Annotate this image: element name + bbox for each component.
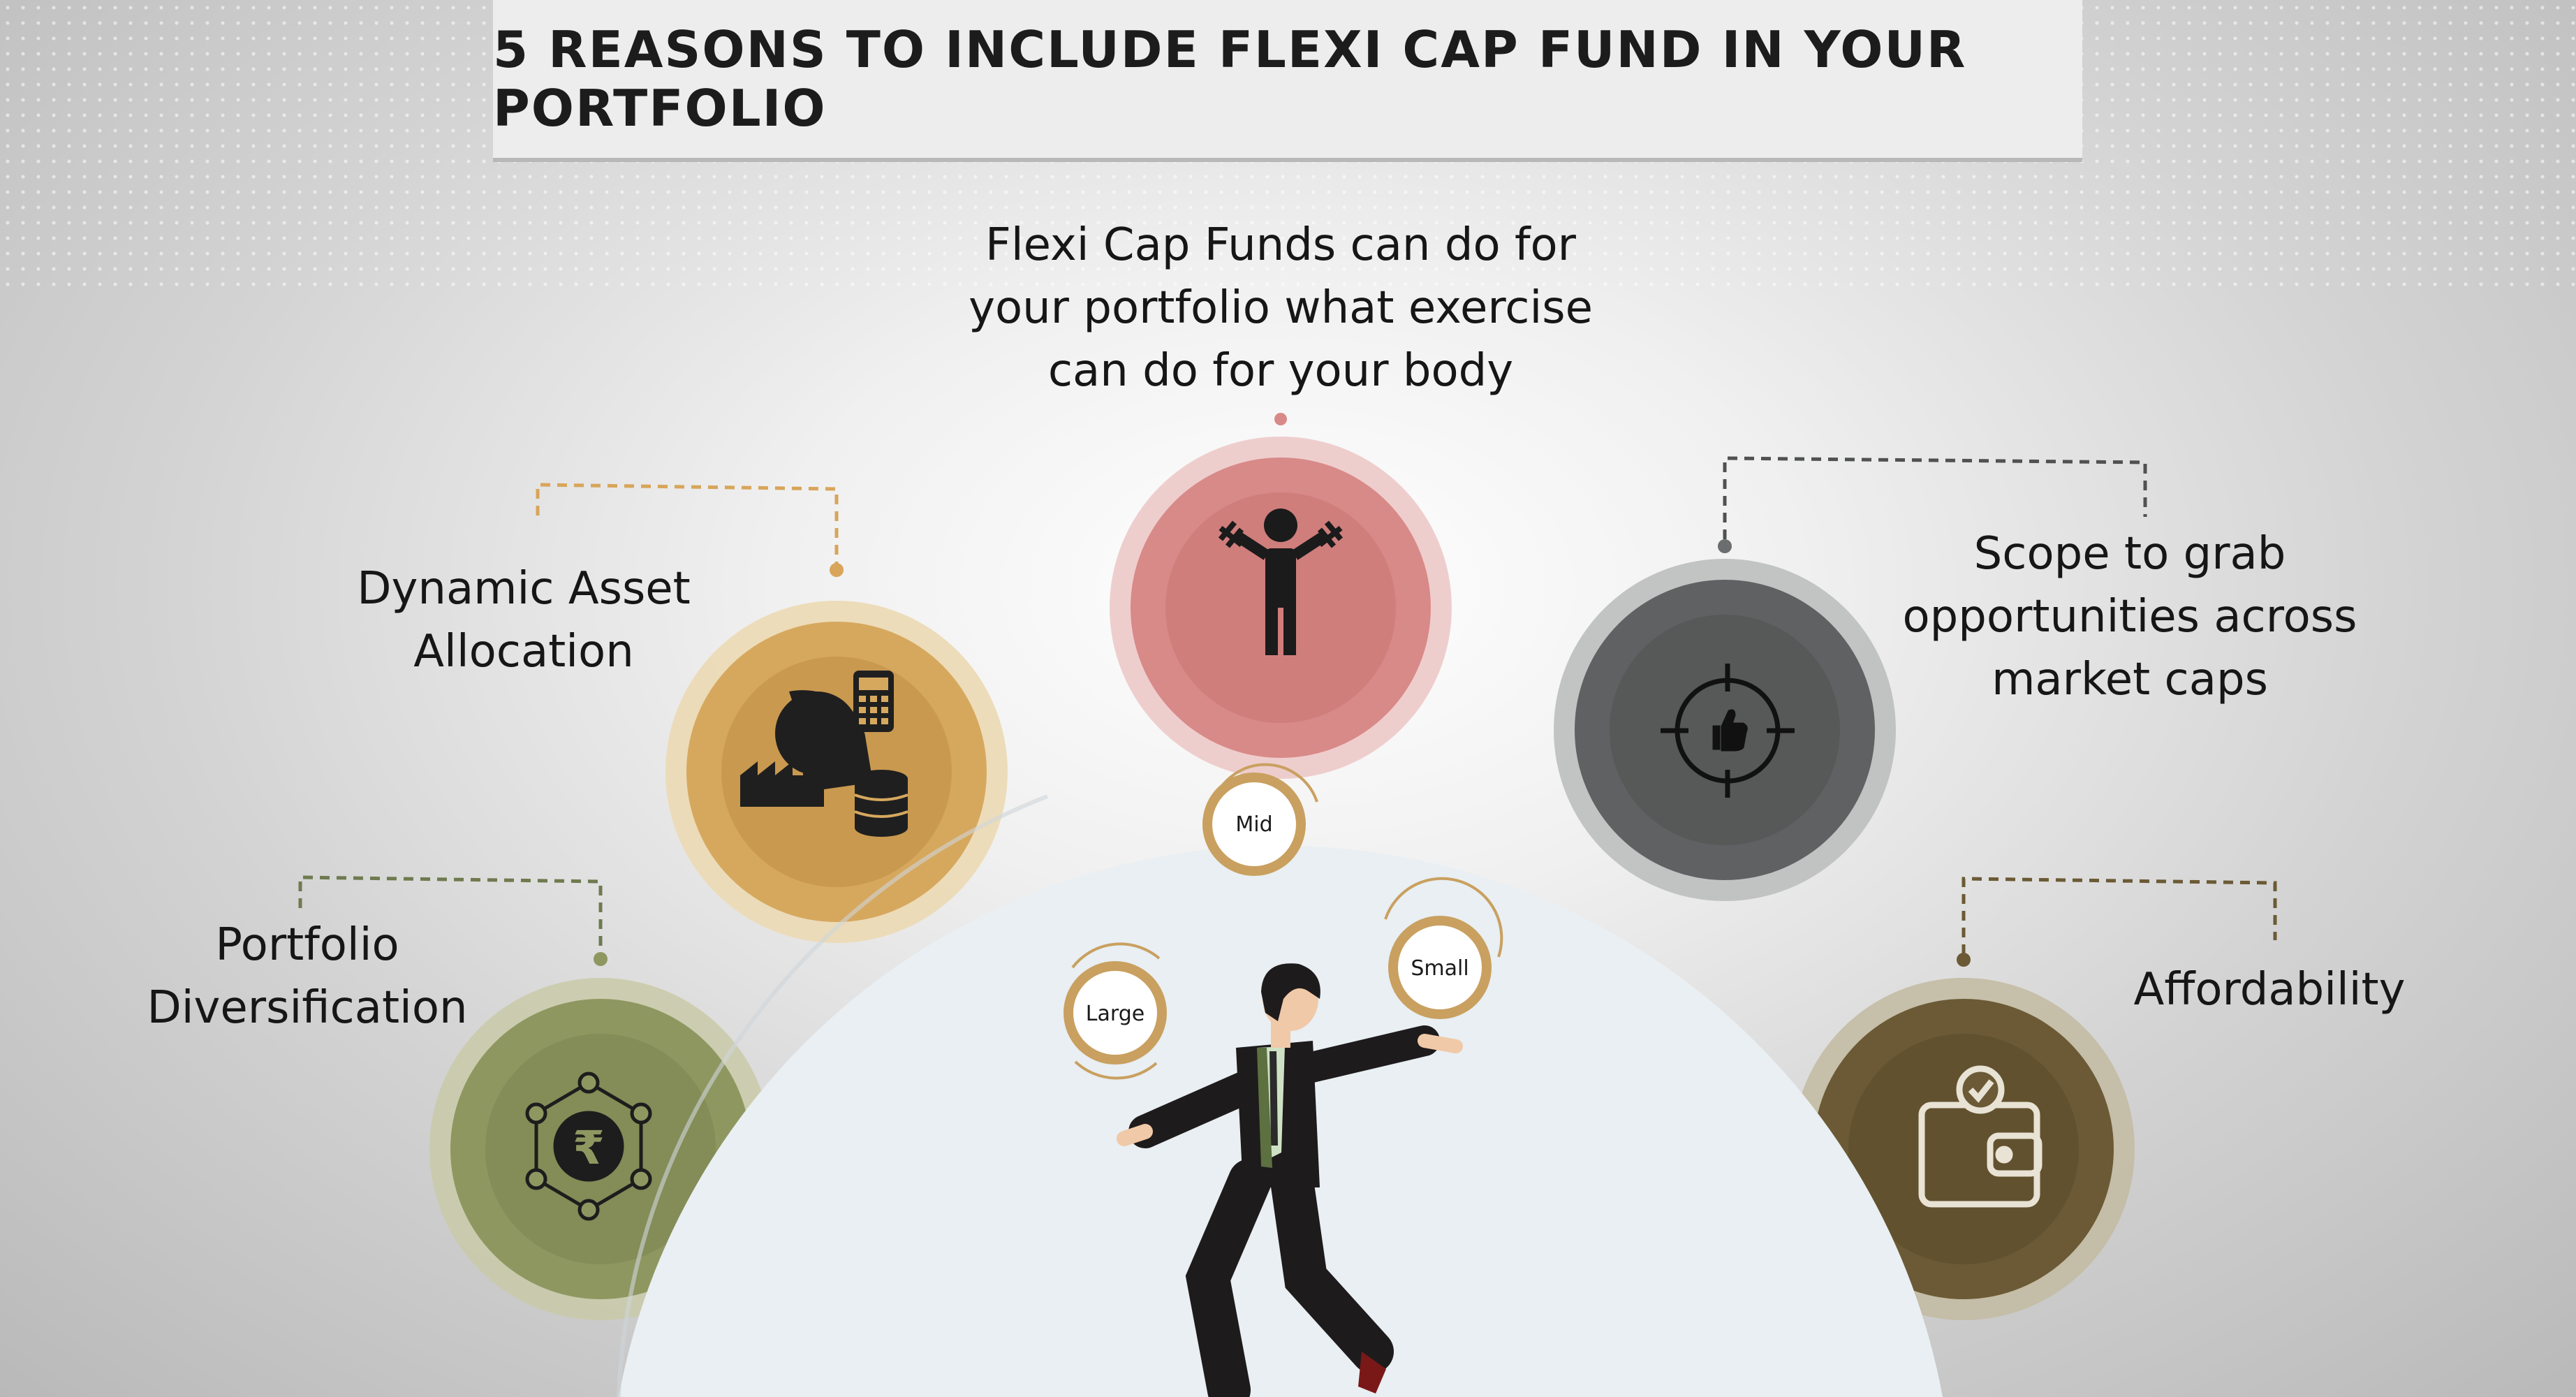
small-cap-label: Small [1411,956,1469,981]
scope-line1: Scope to grab [1973,528,2286,580]
wallet-check-icon [1918,1065,2043,1208]
target-thumbs-up-icon [1661,664,1795,798]
scope-line2: opportunities across [1902,591,2357,643]
exercise-person-icon [1218,509,1344,655]
dynamic-asset-connector-dot [830,563,844,577]
asset-allocation-icon [740,671,908,837]
mid-cap-coin [1202,763,1318,876]
center-reason-line1: Flexi Cap Funds can do for [985,219,1576,271]
affordability-label: Affordability [2095,958,2444,1021]
affordability-connector [1962,877,2277,954]
mid-cap-label: Mid [1235,812,1272,837]
dynamic-asset-label: Dynamic Asset Allocation [300,557,747,683]
dynamic-asset-connector [536,483,839,564]
affordability-line1: Affordability [2133,964,2406,1016]
dynamic-asset-line2: Allocation [413,626,634,678]
scope-label: Scope to grab opportunities across marke… [1830,522,2430,711]
center-reason-label: Flexi Cap Funds can do for your portfoli… [922,214,1640,402]
center-reason-line2: your portfolio what exercise [969,282,1593,334]
scope-line3: market caps [1992,654,2268,705]
page-title: 5 REASONS TO INCLUDE FLEXI CAP FUND IN Y… [493,20,1967,138]
title-banner: 5 REASONS TO INCLUDE FLEXI CAP FUND IN Y… [493,0,2082,158]
rupee-network-icon: ₹ [525,1071,652,1221]
center-connector-dot [1274,413,1287,425]
affordability-connector-dot [1957,953,1971,967]
portfolio-div-line1: Portfolio [215,919,399,971]
portfolio-div-line2: Diversification [147,982,468,1034]
portfolio-div-connector-dot [594,952,608,966]
large-cap-coin [1063,942,1167,1080]
dynamic-asset-line1: Dynamic Asset [357,563,691,615]
scope-connector [1723,456,2147,539]
large-cap-label: Large [1086,1002,1145,1026]
scope-connector-dot [1718,539,1732,553]
portfolio-div-label: Portfolio Diversification [84,914,531,1039]
svg-text:₹: ₹ [573,1121,605,1175]
businessman-juggler [1117,963,1463,1397]
dome-edge-left [617,794,1049,1397]
small-cap-coin [1384,877,1503,1019]
center-reason-line3: can do for your body [1047,345,1514,397]
